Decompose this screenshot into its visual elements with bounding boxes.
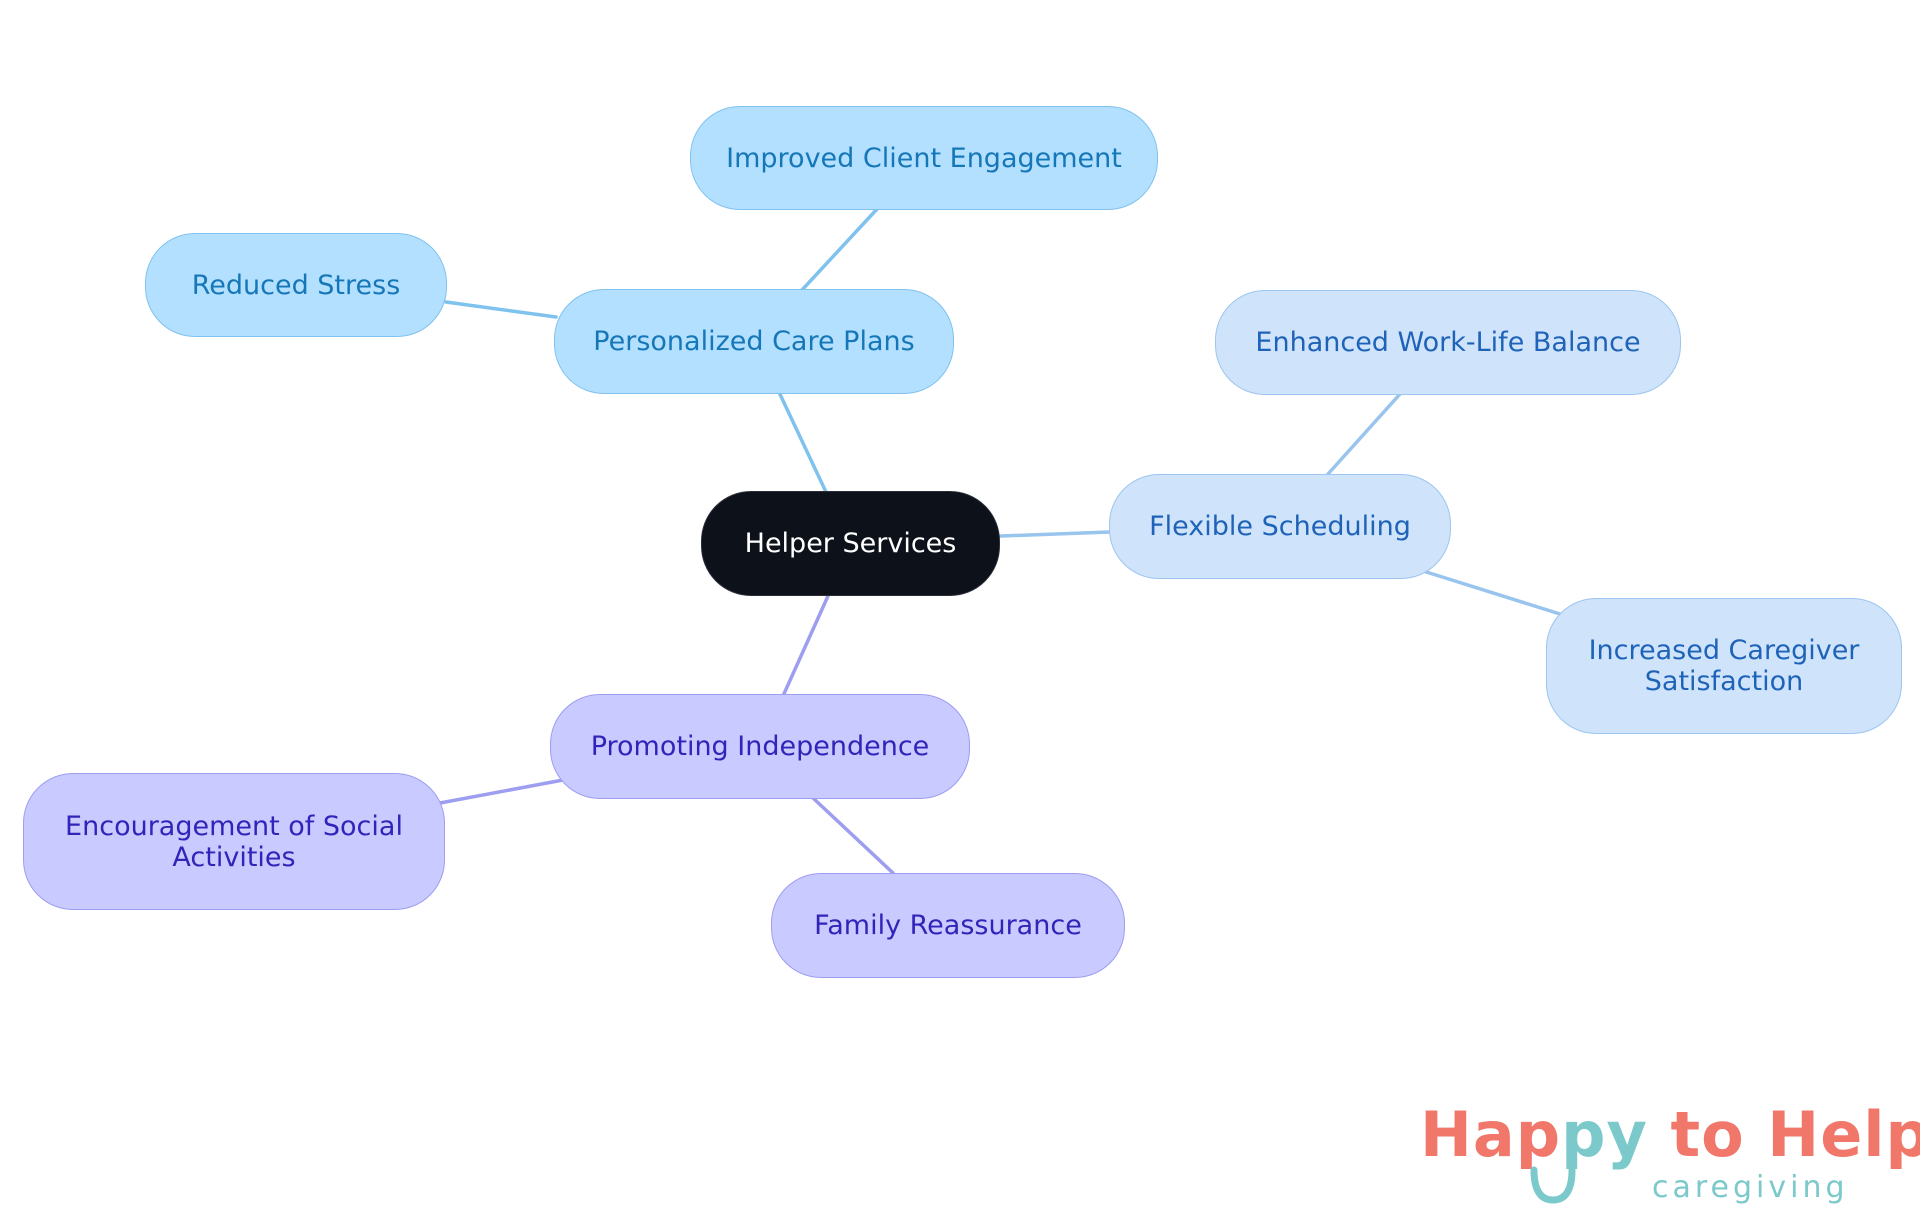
node-reduced-stress: Reduced Stress	[145, 233, 447, 337]
node-personalized-care-plans: Personalized Care Plans	[554, 289, 954, 394]
node-label: Encouragement of Social Activities	[65, 810, 403, 873]
smile-icon	[1530, 1166, 1576, 1204]
edge-care-plans-stress	[444, 300, 558, 319]
node-improved-client-engagement: Improved Client Engagement	[690, 106, 1158, 210]
node-promoting-independence: Promoting Independence	[550, 694, 970, 799]
node-label: Reduced Stress	[191, 269, 401, 301]
node-flexible-scheduling: Flexible Scheduling	[1109, 474, 1451, 579]
node-label: Improved Client Engagement	[726, 142, 1122, 174]
node-label: Promoting Independence	[590, 731, 930, 762]
node-increased-caregiver-satisfaction: Increased Caregiver Satisfaction	[1546, 598, 1902, 734]
logo-subtitle: caregiving	[1652, 1170, 1849, 1205]
node-family-reassurance: Family Reassurance	[771, 873, 1125, 978]
edge-root-care-plans	[776, 388, 828, 494]
logo-title: Happy to Help	[1420, 1098, 1920, 1171]
node-label: Increased Caregiver Satisfaction	[1588, 635, 1860, 697]
edge-care-plans-engagement	[800, 206, 880, 292]
edge-scheduling-satisfaction	[1418, 568, 1562, 616]
edge-independence-social	[438, 778, 565, 805]
root-label: Helper Services	[744, 528, 957, 559]
node-label: Flexible Scheduling	[1149, 511, 1411, 542]
edge-root-scheduling	[999, 530, 1112, 538]
happy-to-help-logo: Happy to Help caregiving	[1420, 1098, 1920, 1208]
edge-independence-family	[811, 796, 895, 875]
root-node: Helper Services	[701, 491, 1000, 596]
node-label: Family Reassurance	[814, 910, 1082, 941]
node-enhanced-work-life-balance: Enhanced Work-Life Balance	[1215, 290, 1681, 395]
node-label: Personalized Care Plans	[593, 326, 915, 357]
edge-root-independence	[781, 594, 830, 698]
node-label: Enhanced Work-Life Balance	[1255, 327, 1641, 358]
node-encouragement-of-social-activities: Encouragement of Social Activities	[23, 773, 445, 910]
edge-scheduling-balance	[1326, 392, 1402, 476]
